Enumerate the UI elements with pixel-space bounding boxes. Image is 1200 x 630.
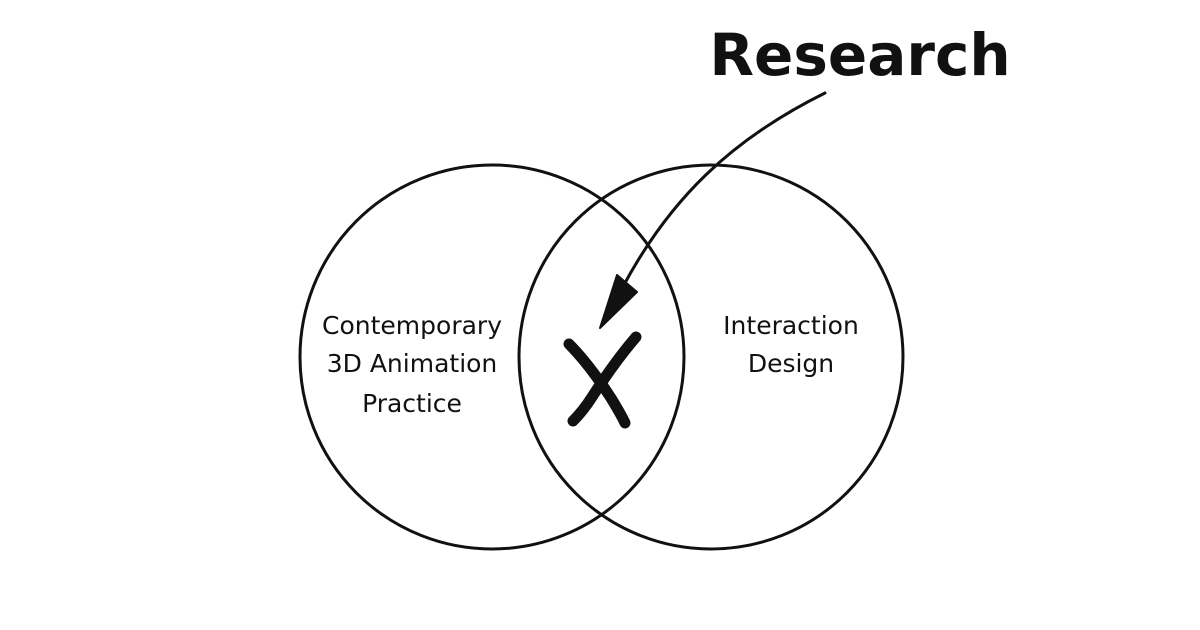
left-circle-label-line-2: 3D Animation	[327, 349, 498, 378]
research-title: Research	[709, 21, 1010, 89]
arrow-curve	[623, 91, 827, 285]
left-circle-label-line-3: Practice	[362, 389, 462, 418]
arrow-head	[599, 274, 638, 329]
right-circle-label-line-2: Design	[748, 349, 834, 378]
left-circle	[298, 163, 686, 551]
right-circle	[517, 163, 905, 551]
left-circle-label-line-1: Contemporary	[322, 311, 502, 340]
right-circle-label-line-1: Interaction	[723, 311, 859, 340]
x-mark-stroke-2	[567, 331, 642, 427]
x-mark	[563, 338, 631, 429]
